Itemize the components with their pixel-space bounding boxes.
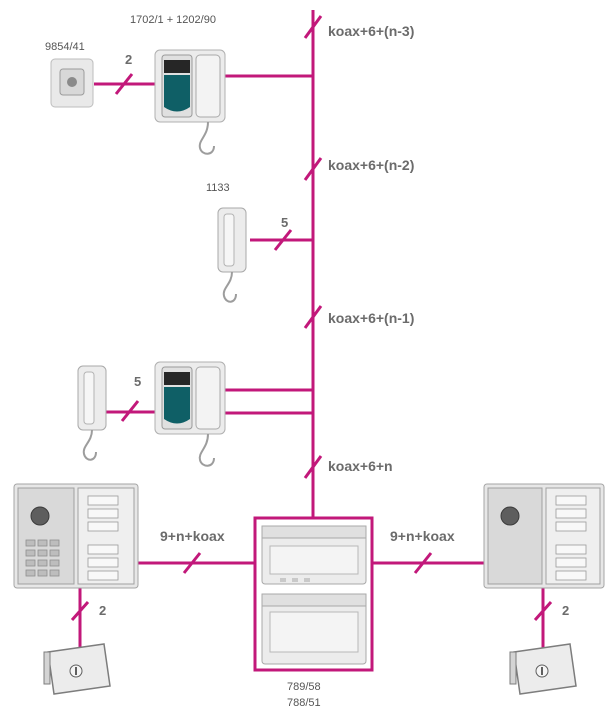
right-bus-label: 9+n+koax — [390, 528, 455, 544]
video-monitor-model-label: 1702/1 + 1202/90 — [130, 14, 216, 26]
tick-button-link — [114, 73, 134, 95]
handset-model-label: 1133 — [206, 182, 230, 194]
right-door-panel-icon — [483, 483, 605, 589]
handset-icon — [217, 207, 247, 303]
lower-video-monitor-icon — [154, 361, 226, 467]
second-power-supply-icon — [261, 593, 367, 665]
tick-riser-top — [303, 15, 323, 39]
tick-right-bus — [413, 552, 433, 574]
power-supply-a-label: 789/58 — [287, 681, 321, 693]
riser-3-label: koax+6+(n-1) — [328, 310, 415, 326]
tick-riser-bottom — [303, 455, 323, 479]
lower-handset-link-count: 5 — [134, 374, 142, 389]
tick-right-lock — [533, 601, 553, 621]
psu-frame — [253, 516, 374, 672]
right-lock-icon — [509, 643, 577, 695]
button-link-count: 2 — [125, 52, 133, 67]
right-lock-count: 2 — [562, 603, 570, 618]
wire-ticks — [70, 15, 553, 621]
riser-top-label: koax+6+(n-3) — [328, 23, 415, 39]
push-button-icon — [50, 58, 94, 108]
tick-riser-2 — [303, 157, 323, 181]
tick-left-lock — [70, 601, 90, 621]
tick-riser-3 — [303, 305, 323, 329]
left-door-panel-icon — [13, 483, 139, 589]
tick-handset-link — [273, 229, 293, 251]
push-button-model-label: 9854/41 — [45, 41, 85, 53]
handset-link-count: 5 — [281, 215, 289, 230]
left-lock-count: 2 — [99, 603, 107, 618]
lower-handset-icon — [77, 365, 107, 461]
power-supply-b-label: 788/51 — [287, 697, 321, 709]
tick-left-bus — [182, 552, 202, 574]
left-bus-label: 9+n+koax — [160, 528, 225, 544]
power-supply-icon — [261, 525, 367, 585]
wiring — [78, 10, 545, 672]
riser-2-label: koax+6+(n-2) — [328, 157, 415, 173]
left-lock-icon — [43, 643, 111, 695]
video-monitor-icon — [154, 49, 226, 155]
tick-lower-handset — [120, 400, 140, 422]
riser-bottom-label: koax+6+n — [328, 458, 393, 474]
